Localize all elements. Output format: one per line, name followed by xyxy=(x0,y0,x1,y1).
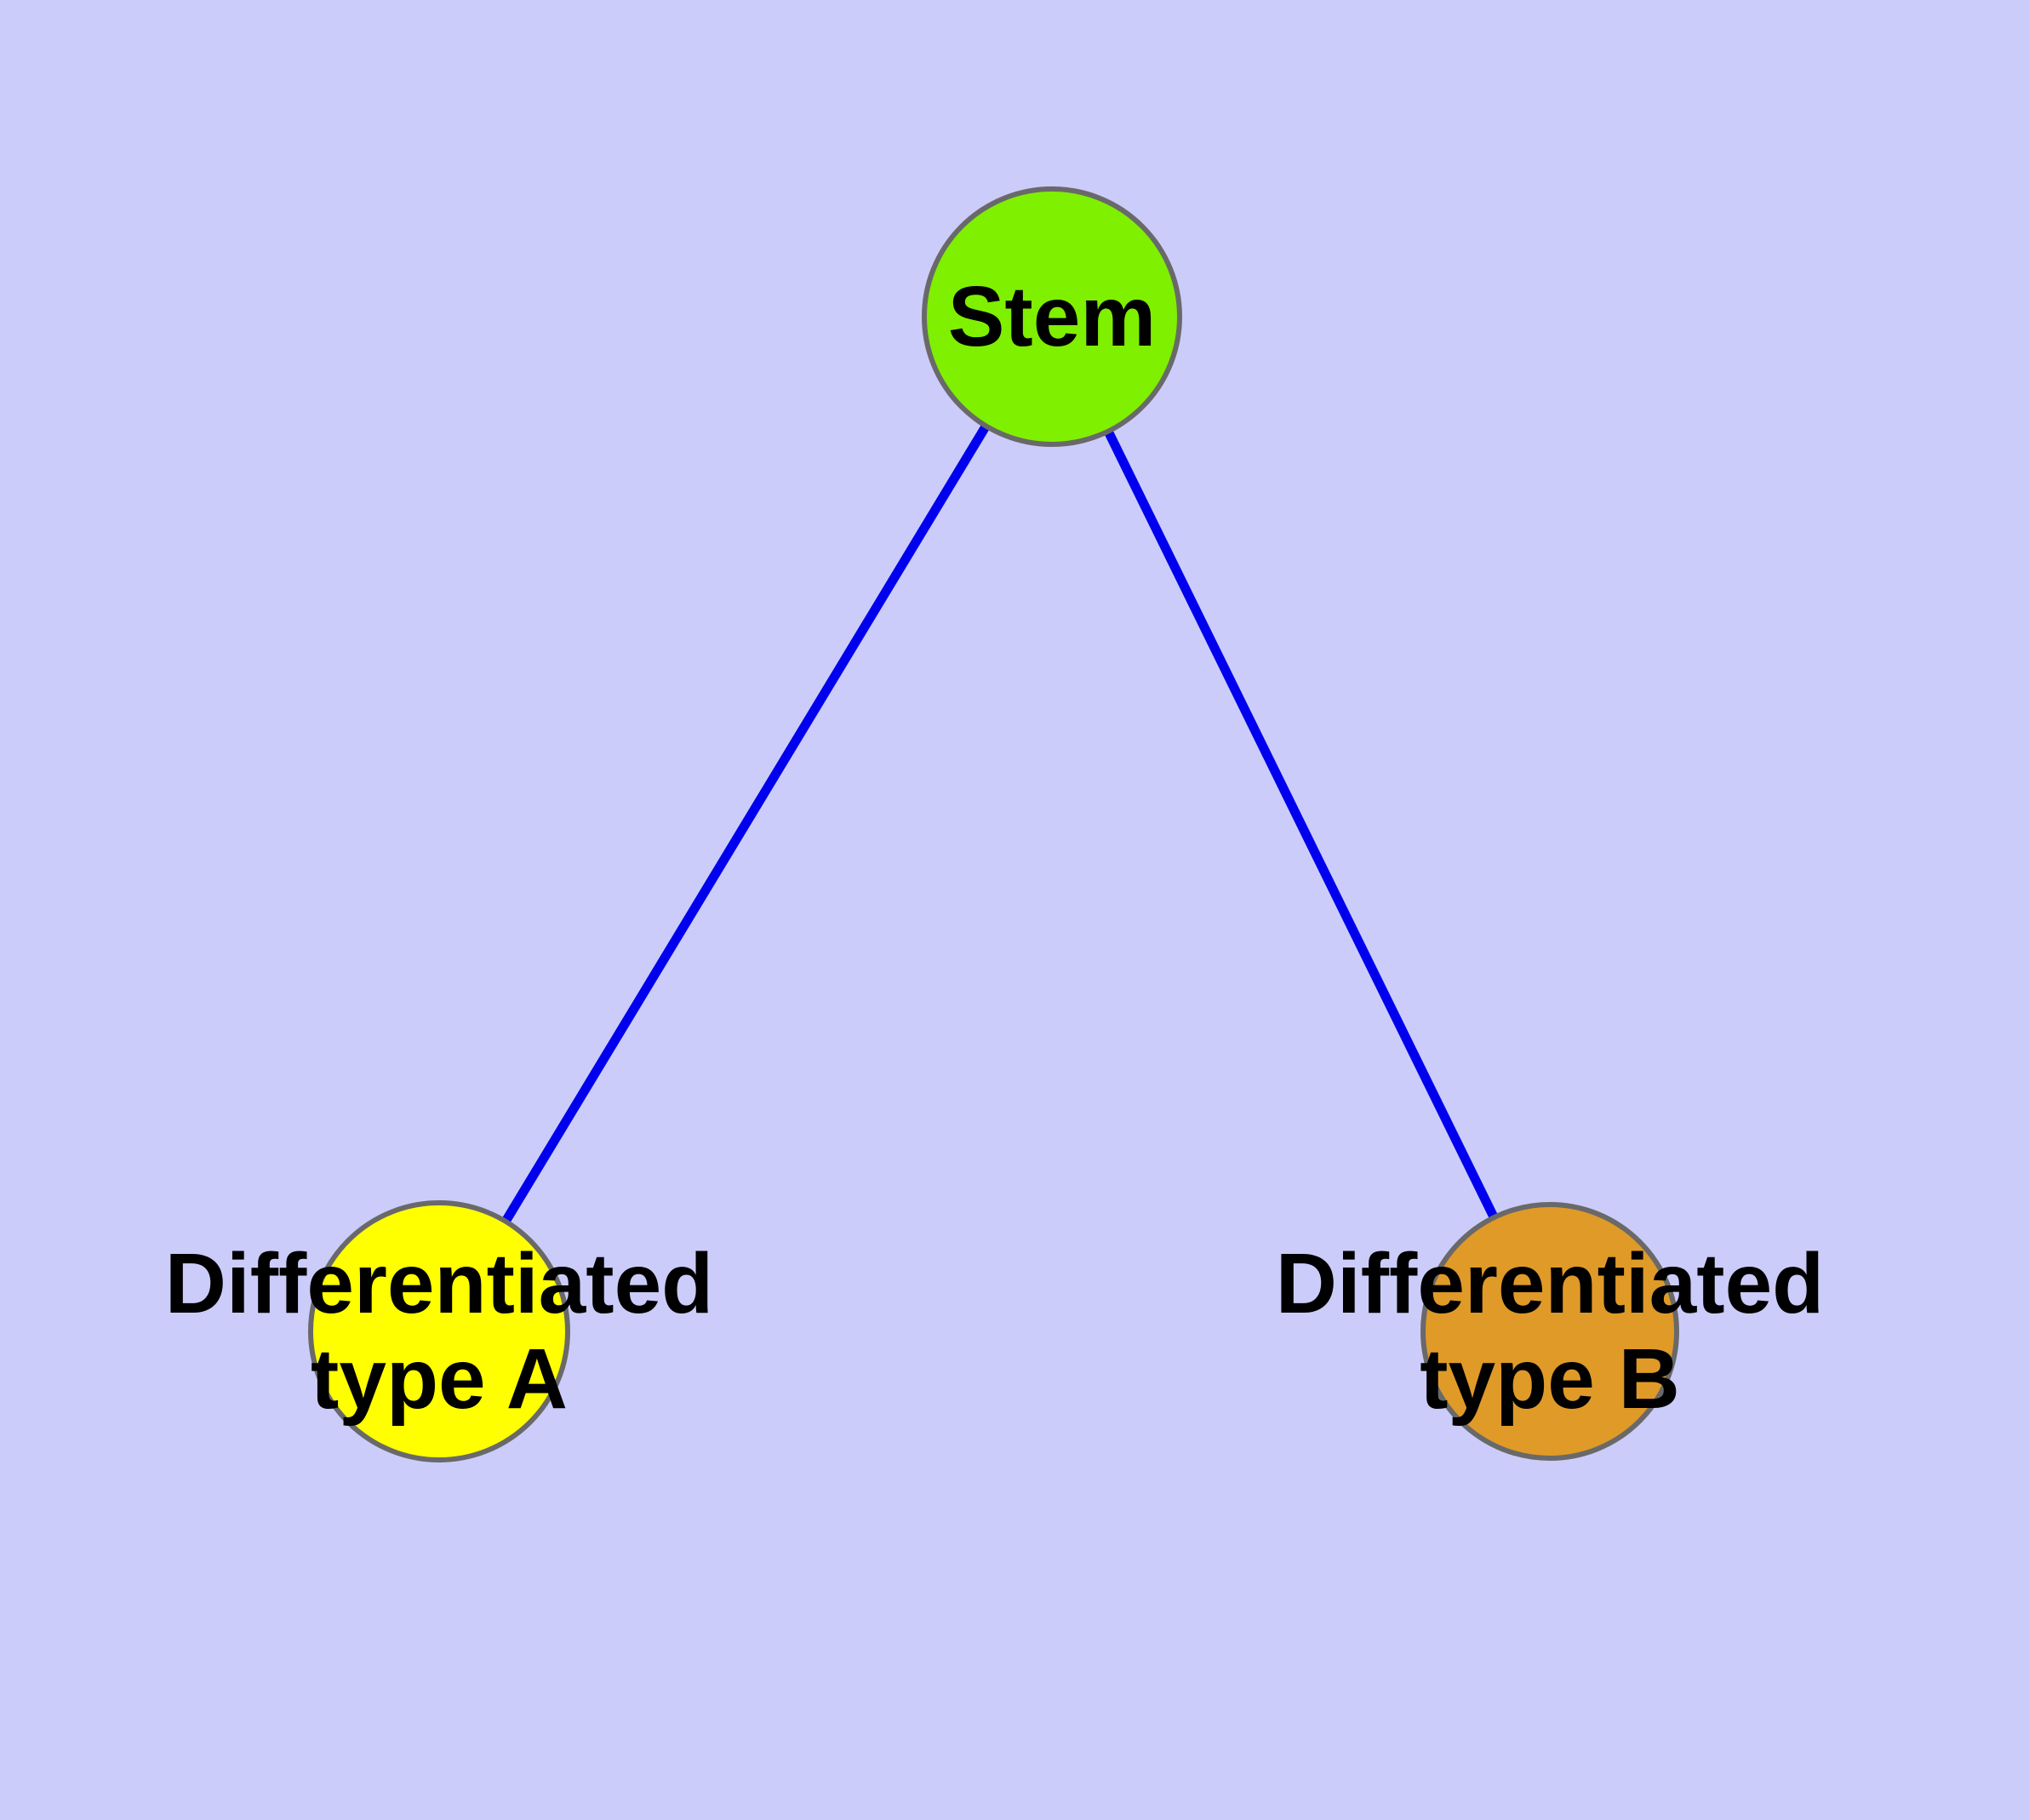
graph-node-stem[interactable] xyxy=(922,186,1182,447)
graph-edge[interactable] xyxy=(1048,314,1554,1334)
edge-layer xyxy=(435,314,1554,1334)
graph-node-diff-type-b[interactable] xyxy=(1420,1202,1679,1461)
graph-edge[interactable] xyxy=(435,314,1056,1334)
graph-node-diff-type-a[interactable] xyxy=(308,1200,570,1462)
node-layer xyxy=(308,186,1679,1462)
